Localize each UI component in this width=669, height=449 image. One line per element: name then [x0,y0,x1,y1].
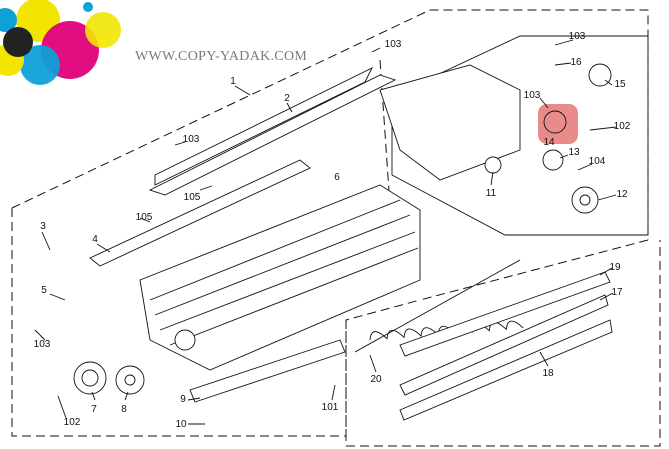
label-18: 18 [542,368,554,379]
callout-labels: 103 1 2 103 105 6 105 3 4 5 103 7 8 102 … [34,31,631,430]
label-103: 103 [569,31,586,42]
label-102: 102 [614,121,631,132]
label-20: 20 [370,374,382,385]
watermark-text: WWW.COPY-YADAK.COM [135,49,307,64]
leader-lines [34,39,617,425]
label-101: 101 [322,402,339,413]
label-10: 10 [175,419,187,430]
label-17: 17 [611,287,623,298]
label-1: 1 [230,76,236,87]
label-13: 13 [568,147,580,158]
label-19: 19 [609,262,621,273]
label-104: 104 [589,156,606,167]
cmyk-logo [0,0,121,85]
label-15: 15 [614,79,626,90]
label-103: 103 [183,134,200,145]
label-102: 102 [64,417,81,428]
label-105: 105 [136,212,153,223]
label-6: 6 [334,172,340,183]
lower-bars [399,271,613,421]
frame-assembly [89,64,521,403]
lower-boundary [345,240,661,447]
label-5: 5 [41,285,47,296]
label-9: 9 [180,394,186,405]
label-103: 103 [524,90,541,101]
label-3: 3 [40,221,46,232]
label-14: 14 [543,137,555,148]
inset-frame [391,35,649,236]
label-11: 11 [486,188,497,199]
label-103: 103 [385,39,402,50]
label-12: 12 [616,189,628,200]
label-7: 7 [91,404,97,415]
gears [73,63,612,395]
label-4: 4 [92,234,98,245]
label-105: 105 [184,192,201,203]
label-8: 8 [121,404,127,415]
label-16: 16 [570,57,582,68]
label-103: 103 [34,339,51,350]
label-2: 2 [284,93,290,104]
